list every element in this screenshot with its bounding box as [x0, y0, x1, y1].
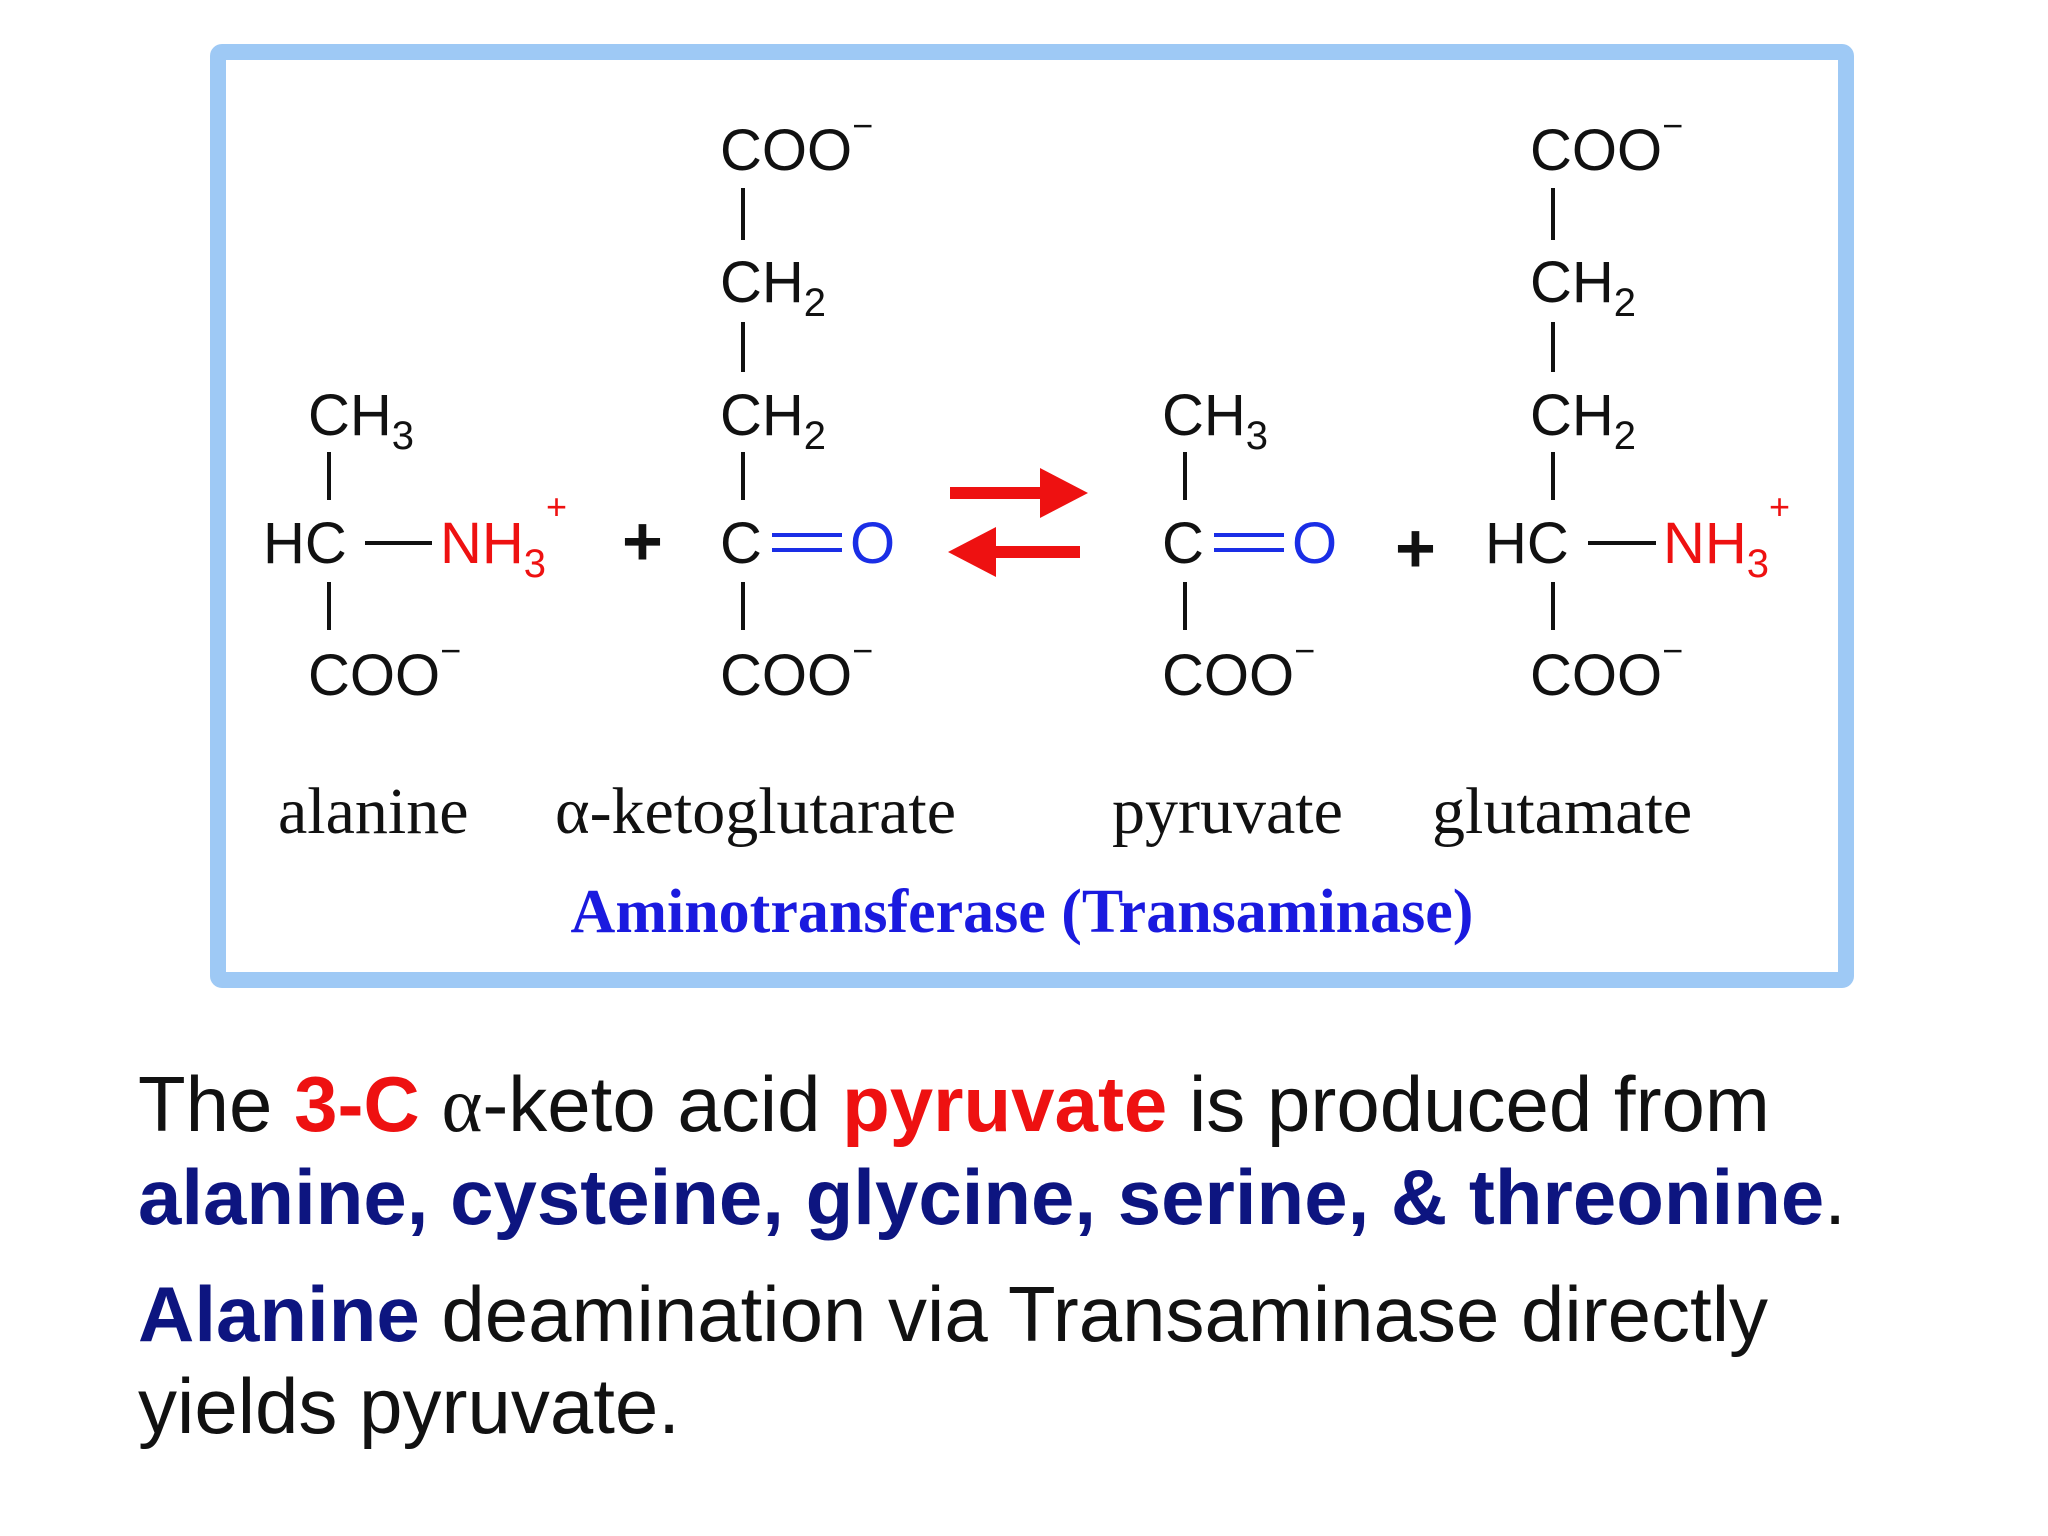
svg-text:COO−: COO−: [1162, 630, 1315, 708]
svg-text:CH3: CH3: [1162, 383, 1268, 458]
caption-text: [420, 1060, 442, 1148]
svg-text:HC: HC: [1485, 511, 1569, 576]
svg-text:COO−: COO−: [720, 630, 873, 708]
caption-highlight-pyruvate: pyruvate: [842, 1060, 1168, 1148]
svg-text:COO−: COO−: [308, 630, 461, 708]
svg-text:C: C: [1162, 511, 1204, 576]
reaction-frame: [210, 44, 1854, 988]
reaction-diagram: CH3 HC NH3+ COO− + COO− CH2 CH2 C O COO−…: [210, 44, 1854, 988]
caption-amino-acid-list: alanine, cysteine, glycine, serine, & th…: [138, 1153, 1825, 1241]
label-glutamate: glutamate: [1432, 775, 1692, 848]
svg-text:CH3: CH3: [308, 383, 414, 458]
svg-text:CH2: CH2: [720, 250, 826, 325]
caption-text: -keto acid: [482, 1060, 843, 1148]
svg-text:COO−: COO−: [1530, 630, 1683, 708]
svg-text:CH2: CH2: [720, 383, 826, 458]
svg-text:NH3+: NH3+: [1663, 486, 1790, 586]
label-alanine: alanine: [278, 775, 469, 848]
enzyme-label: Aminotransferase (Transaminase): [571, 878, 1474, 946]
svg-text:C: C: [720, 511, 762, 576]
svg-text:O: O: [850, 511, 895, 576]
label-pyruvate: pyruvate: [1112, 775, 1343, 848]
caption-text: The: [138, 1060, 295, 1148]
svg-text:HC: HC: [263, 511, 347, 576]
pyruvate-structure: CH3 C O COO−: [1162, 383, 1337, 708]
caption-alpha: α: [441, 1061, 483, 1148]
caption-highlight-alanine: Alanine: [138, 1270, 420, 1358]
plus-sign-left: +: [622, 502, 663, 580]
glutamate-structure: COO− CH2 CH2 HC NH3+ COO−: [1485, 105, 1790, 708]
caption-text: deamination via Transaminase directly yi…: [138, 1270, 1769, 1450]
svg-text:COO−: COO−: [720, 105, 873, 183]
svg-text:COO−: COO−: [1530, 105, 1683, 183]
svg-text:CH2: CH2: [1530, 250, 1636, 325]
ketoglutarate-structure: COO− CH2 CH2 C O COO−: [720, 105, 895, 708]
caption-text: is produced from: [1167, 1060, 1770, 1148]
svg-text:NH3+: NH3+: [440, 486, 567, 586]
label-ketoglutarate: α-ketoglutarate: [555, 775, 956, 848]
caption-text: .: [1824, 1153, 1846, 1241]
plus-sign-right: +: [1395, 509, 1436, 587]
svg-text:O: O: [1292, 511, 1337, 576]
caption-highlight-3c: 3-C: [294, 1060, 420, 1148]
caption-paragraph-2: Alanine deamination via Transaminase dir…: [138, 1268, 1898, 1452]
svg-text:CH2: CH2: [1530, 383, 1636, 458]
caption-paragraph-1: The 3-C α-keto acid pyruvate is produced…: [138, 1058, 1998, 1243]
alanine-structure: CH3 HC NH3+ COO−: [263, 383, 567, 708]
equilibrium-arrows: [948, 468, 1088, 577]
